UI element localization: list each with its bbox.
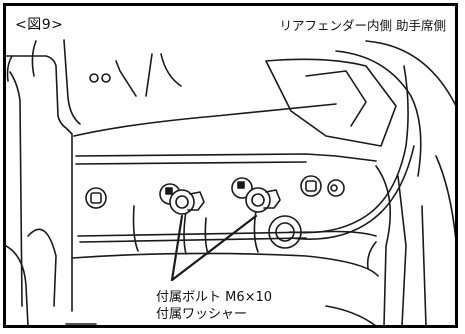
fender-diagram xyxy=(6,39,455,325)
bolt-right xyxy=(231,177,281,213)
upper-structure xyxy=(73,40,455,177)
figure-caption: リアフェンダー内側 助手席側 xyxy=(279,18,446,33)
figure-number: <図9> xyxy=(15,17,64,33)
bolt-left xyxy=(159,183,205,215)
cable-grommet xyxy=(268,65,415,249)
wheel-arch xyxy=(65,252,379,325)
figure-frame: <図9> リアフェンダー内側 助手席側 付属ボルト M6×10 付属ワッシャー xyxy=(3,3,458,328)
callout-bolt-label: 付属ボルト M6×10 xyxy=(156,290,273,305)
parts-callout: 付属ボルト M6×10 付属ワッシャー xyxy=(156,289,272,323)
callout-leaders xyxy=(170,214,258,282)
panel-plugs xyxy=(85,175,345,209)
left-pillar xyxy=(6,39,81,325)
right-structure xyxy=(366,155,455,325)
callout-washer-label: 付属ワッシャー xyxy=(156,307,248,322)
